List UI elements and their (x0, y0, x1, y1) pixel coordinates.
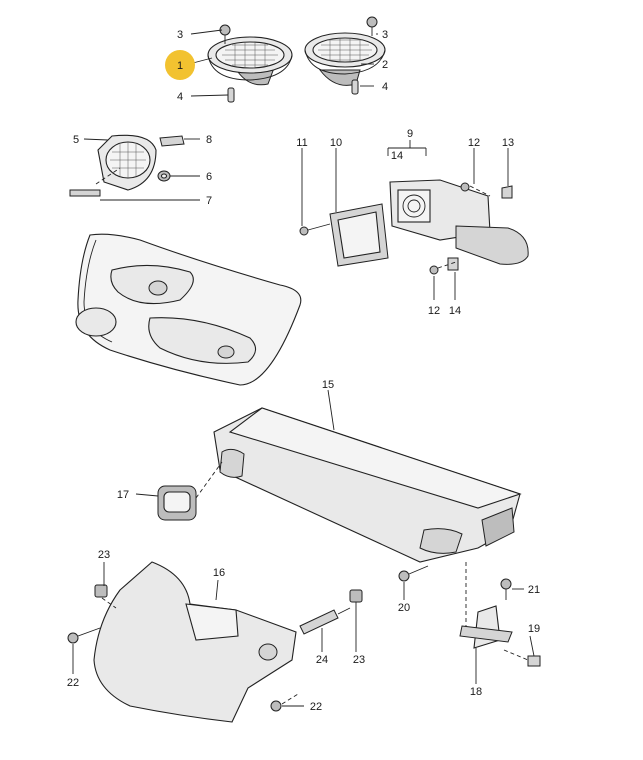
callout-15[interactable]: 15 (322, 379, 334, 391)
trim-ring-17 (157, 485, 197, 521)
console-shelf-15 (213, 407, 522, 563)
side-panel-16 (93, 561, 297, 723)
screw-20 (398, 565, 429, 582)
clip-8 (159, 135, 185, 147)
screw-21 (500, 578, 512, 600)
callout-9[interactable]: 9 (407, 128, 413, 140)
callout-12-bottom[interactable]: 12 (428, 305, 440, 317)
door-trim-panel (75, 233, 302, 386)
callout-7[interactable]: 7 (206, 195, 212, 207)
screw-12-top (460, 182, 470, 192)
selected-callout-highlight[interactable] (165, 50, 195, 80)
leader-lines (72, 29, 535, 707)
nut-14-bottom (447, 257, 459, 271)
bracket-18 (459, 605, 513, 649)
screw-3-right (366, 16, 378, 36)
speaker-left (207, 36, 293, 86)
callout-4-right[interactable]: 4 (382, 81, 388, 93)
amplifier-unit (389, 179, 529, 265)
callout-23-left[interactable]: 23 (98, 549, 110, 561)
callout-18[interactable]: 18 (470, 686, 482, 698)
screw-12-bottom (429, 265, 439, 275)
callout-6[interactable]: 6 (206, 171, 212, 183)
nut-6 (157, 170, 171, 182)
nut-23-right (349, 589, 363, 603)
screw-11 (299, 223, 331, 236)
callout-13[interactable]: 13 (502, 137, 514, 149)
callout-11[interactable]: 11 (296, 137, 307, 149)
clip-19 (527, 655, 541, 667)
callout-24[interactable]: 24 (316, 654, 328, 666)
callout-22-left[interactable]: 22 (67, 677, 79, 689)
callout-14-bottom[interactable]: 14 (449, 305, 461, 317)
callout-4-left[interactable]: 4 (177, 91, 183, 103)
callout-14-top[interactable]: 14 (391, 150, 403, 162)
callout-labels: 1 2 3 3 4 4 5 6 7 8 9 10 11 12 12 13 14 … (67, 29, 540, 713)
callout-16[interactable]: 16 (213, 567, 225, 579)
screw-22-bottom (270, 700, 282, 712)
stud-24 (299, 607, 351, 635)
callout-21[interactable]: 21 (528, 584, 540, 596)
callout-19[interactable]: 19 (528, 623, 540, 635)
callout-17[interactable]: 17 (117, 489, 129, 501)
callout-1[interactable]: 1 (177, 60, 183, 72)
screw-3-left (219, 24, 231, 44)
speaker-right (304, 32, 386, 86)
pin-4-right (351, 79, 359, 95)
callout-5[interactable]: 5 (73, 134, 79, 146)
nut-23-left (94, 584, 108, 598)
callout-23-right[interactable]: 23 (353, 654, 365, 666)
callout-3-right[interactable]: 3 (382, 29, 388, 41)
gasket-10 (329, 203, 389, 267)
callout-12-top[interactable]: 12 (468, 137, 480, 149)
tweeter-grille (97, 134, 157, 191)
callout-8[interactable]: 8 (206, 134, 212, 146)
callout-10[interactable]: 10 (330, 137, 342, 149)
callout-3-left[interactable]: 3 (177, 29, 183, 41)
callout-22-bottom[interactable]: 22 (310, 701, 322, 713)
callout-2[interactable]: 2 (382, 59, 388, 71)
screw-22-left (67, 627, 101, 644)
clip-13 (501, 185, 513, 199)
pin-4-left (227, 87, 235, 103)
clip-7 (69, 189, 101, 197)
callout-20[interactable]: 20 (398, 602, 410, 614)
